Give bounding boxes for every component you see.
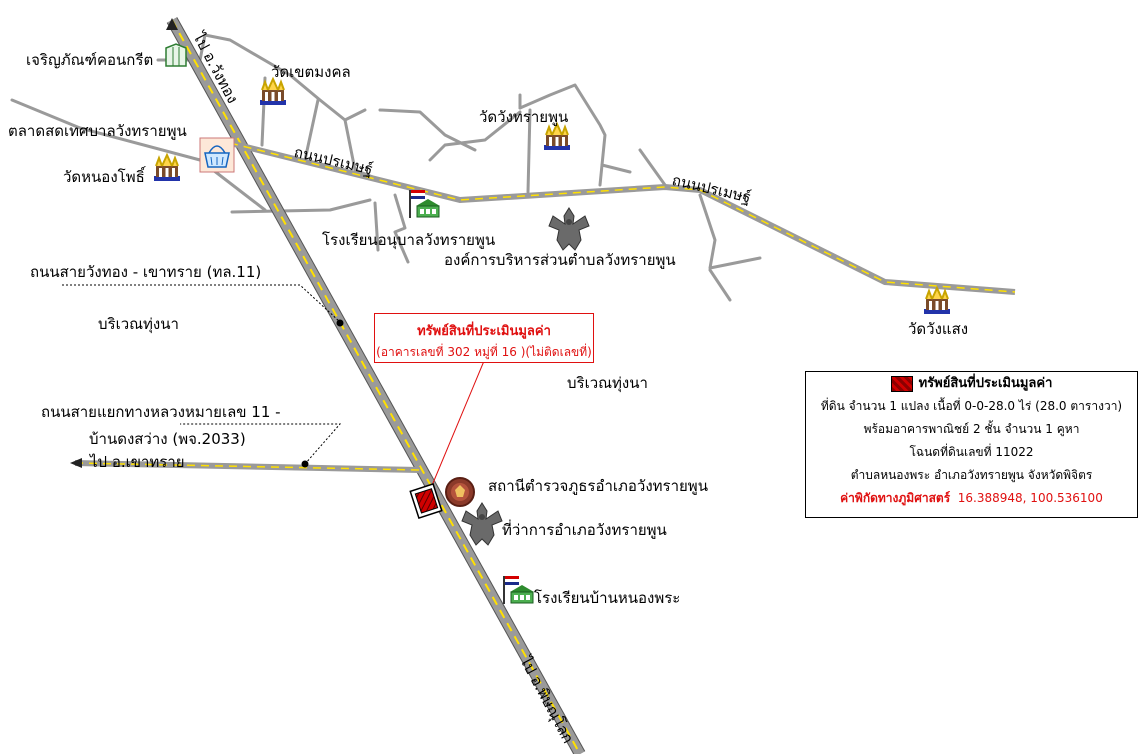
callout-pointer — [427, 360, 485, 496]
garuda-emblem-icon-sao — [548, 207, 590, 251]
local-road-network — [10, 33, 762, 302]
phichit-road-marker — [301, 460, 309, 468]
property-swatch-icon — [890, 375, 913, 392]
label-route-11: ถนนสายวังทอง - เขาทราย (ทล.11) — [30, 263, 262, 281]
legend-coord-label: ค่าพิกัดทางภูมิศาสตร์ — [840, 491, 951, 505]
label-wat-nong-pho: วัดหนองโพธิ์ — [63, 168, 145, 186]
label-school-nong-phra: โรงเรียนบ้านหนองพระ — [534, 589, 681, 607]
label-field-east: บริเวณทุ่งนา — [567, 374, 648, 392]
legend-title-row: ทรัพย์สินที่ประเมินมูลค่า — [806, 372, 1137, 395]
temple-icon-wat-nong-pho — [153, 154, 181, 182]
garuda-emblem-icon-district — [461, 502, 503, 546]
property-callout: ทรัพย์สินที่ประเมินมูลค่า (อาคารเลขที่ 3… — [374, 313, 594, 363]
label-phichit-road-line1: ถนนสายแยกทางหลวงหมายเลข 11 - — [41, 403, 281, 421]
label-to-khao-sai: ไป อ.เขาทราย — [90, 453, 185, 471]
legend-line3: โฉนดที่ดินเลขที่ 11022 — [909, 445, 1034, 459]
temple-icon-wat-wang-sai-phun — [543, 123, 571, 151]
legend-line4: ตำบลหนองพระ อำเภอวังทรายพูน จังหวัดพิจิต… — [850, 468, 1093, 482]
label-district-office: ที่ว่าการอำเภอวังทรายพูน — [502, 521, 667, 539]
temple-icon-wat-wang-saeng — [923, 287, 951, 315]
label-police-station: สถานีตำรวจภูธรอำเภอวังทรายพูน — [488, 477, 708, 495]
label-wat-khet: วัดเขตมงคล — [271, 63, 351, 81]
label-phichit-road-line2: บ้านดงสว่าง (พจ.2033) — [89, 430, 246, 448]
legend-coord-value: 16.388948, 100.536100 — [957, 491, 1103, 505]
police-badge-icon — [445, 477, 475, 507]
label-sao: องค์การบริหารส่วนตำบลวังทรายพูน — [444, 251, 676, 269]
label-wat-wang-sai-phun: วัดวังทรายพูน — [479, 108, 569, 126]
callout-subtitle: (อาคารเลขที่ 302 หมู่ที่ 16 )(ไม่ติดเลขท… — [376, 345, 592, 359]
road-label-leaders — [62, 284, 342, 465]
legend-line1: ที่ดิน จำนวน 1 แปลง เนื้อที่ 0-0-28.0 ไร… — [820, 399, 1123, 413]
school-flag-icon-nong-phra — [503, 575, 535, 605]
callout-title: ทรัพย์สินที่ประเมินมูลค่า — [417, 324, 551, 339]
property-parcel[interactable] — [409, 483, 443, 519]
concrete-shop-icon — [165, 43, 187, 67]
label-field-west: บริเวณทุ่งนา — [98, 315, 179, 333]
legend-line2: พร้อมอาคารพาณิชย์ 2 ชั้น จำนวน 1 คูหา — [863, 422, 1080, 436]
label-wat-wang-saeng: วัดวังแสง — [908, 320, 969, 338]
khao-sai-road[interactable] — [70, 458, 421, 473]
label-kindergarten: โรงเรียนอนุบาลวังทรายพูน — [322, 231, 496, 249]
highway-wang-thong-phitsanulok[interactable] — [166, 17, 586, 754]
label-market: ตลาดสดเทศบาลวังทรายพูน — [8, 122, 187, 140]
label-concrete-shop: เจริญภัณฑ์คอนกรีต — [26, 51, 154, 69]
temple-icon-wat-khet — [259, 78, 287, 106]
legend-title: ทรัพย์สินที่ประเมินมูลค่า — [918, 376, 1053, 391]
basket-icon — [199, 137, 235, 173]
legend-coordinates: ค่าพิกัดทางภูมิศาสตร์ 16.388948, 100.536… — [806, 487, 1137, 510]
legend-box: ทรัพย์สินที่ประเมินมูลค่า ที่ดิน จำนวน 1… — [805, 371, 1138, 518]
route11-marker — [336, 319, 344, 327]
